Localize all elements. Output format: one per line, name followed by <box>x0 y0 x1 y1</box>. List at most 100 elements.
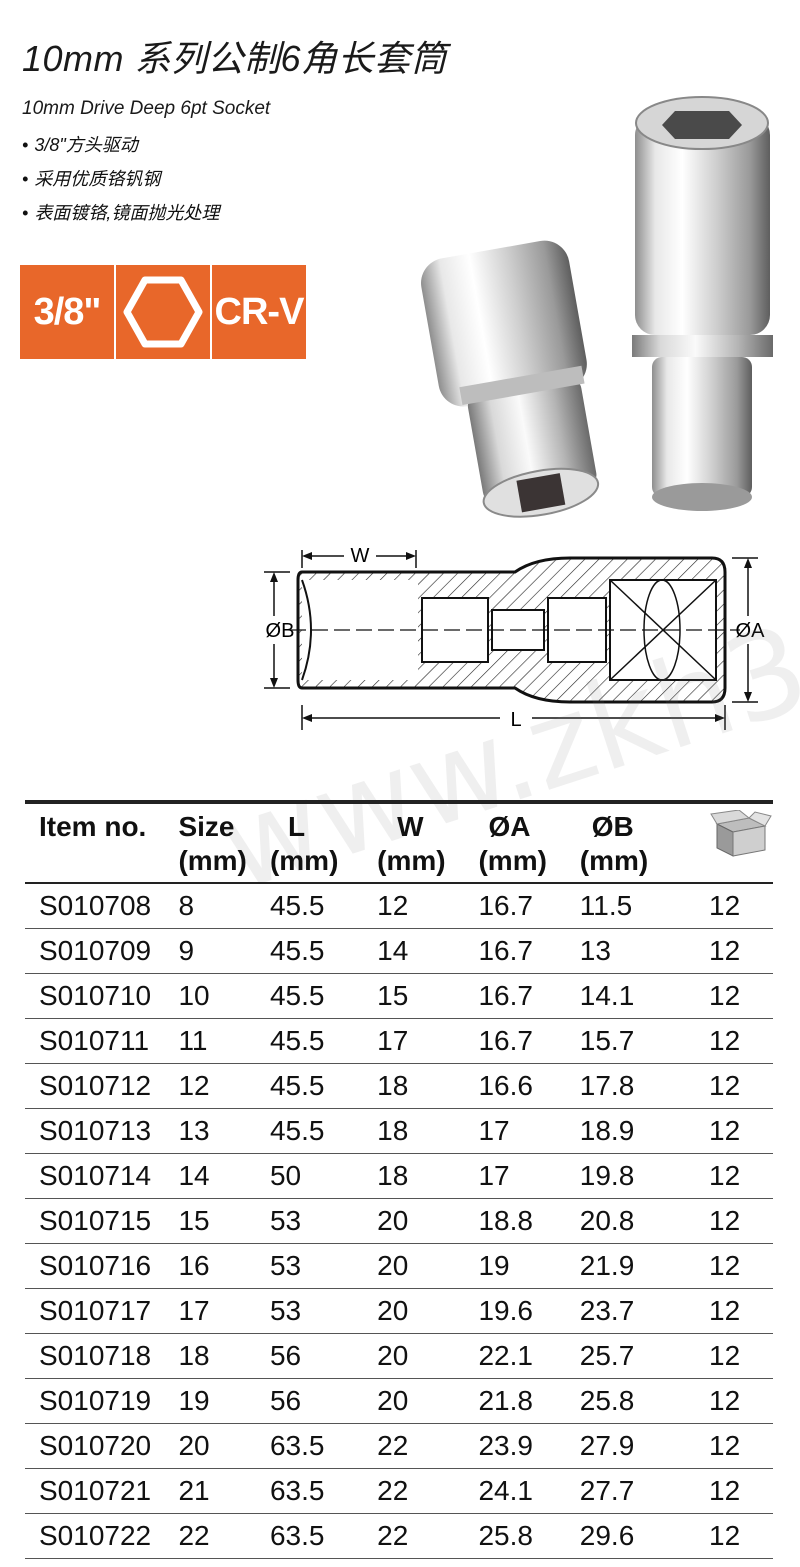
cell-item-no: S010715 <box>39 1205 152 1236</box>
cell-diameter-b: 14.1 <box>579 980 635 1011</box>
cell-size: 12 <box>178 1070 210 1101</box>
cell-length: 63.5 <box>269 1430 325 1461</box>
hexagon-icon <box>116 265 210 359</box>
cell-quantity: 12 <box>709 1385 741 1416</box>
col-header-l: L(mm) <box>269 811 339 876</box>
cell-width: 20 <box>377 1205 409 1236</box>
cell-length: 63.5 <box>269 1520 325 1551</box>
cell-outer-diameter-a: 17 <box>478 1115 510 1146</box>
cell-width: 14 <box>377 935 409 966</box>
cell-width: 20 <box>377 1295 409 1326</box>
cell-length: 45.5 <box>269 1115 325 1146</box>
cell-size: 10 <box>178 980 210 1011</box>
table-row: S010715 15 53 20 18.8 20.8 12 <box>25 1199 773 1244</box>
cell-size: 9 <box>178 935 195 966</box>
cell-outer-diameter-a: 21.8 <box>478 1385 533 1416</box>
cell-outer-diameter-a: 18.8 <box>478 1205 533 1236</box>
cell-quantity: 12 <box>709 1160 741 1191</box>
cell-width: 18 <box>377 1115 409 1146</box>
cell-quantity: 12 <box>709 1430 741 1461</box>
cell-outer-diameter-a: 19 <box>478 1250 510 1281</box>
cell-size: 22 <box>178 1520 210 1551</box>
cell-size: 21 <box>178 1475 210 1506</box>
socket-tall <box>632 96 773 511</box>
cell-size: 15 <box>178 1205 210 1236</box>
cell-length: 53 <box>269 1295 302 1326</box>
cell-quantity: 12 <box>709 1475 741 1506</box>
cell-width: 20 <box>377 1250 409 1281</box>
cell-outer-diameter-a: 16.6 <box>478 1070 533 1101</box>
dim-label-a: ØA <box>736 620 766 642</box>
cell-length: 45.5 <box>269 1070 325 1101</box>
cell-diameter-b: 25.8 <box>579 1385 635 1416</box>
cell-width: 20 <box>377 1340 409 1371</box>
feature-item: 表面镀铬,镜面抛光处理 <box>22 201 219 235</box>
material-badge: CR-V <box>212 265 306 359</box>
cell-width: 18 <box>377 1070 409 1101</box>
cell-width: 22 <box>377 1520 409 1551</box>
socket-angled <box>421 240 600 518</box>
cell-diameter-b: 18.9 <box>579 1115 635 1146</box>
cell-diameter-b: 27.7 <box>579 1475 635 1506</box>
cell-quantity: 12 <box>709 980 741 1011</box>
cell-size: 8 <box>178 890 195 921</box>
cell-length: 45.5 <box>269 935 325 966</box>
cell-size: 11 <box>178 1025 208 1056</box>
cell-item-no: S010713 <box>39 1115 152 1146</box>
cell-width: 22 <box>377 1430 409 1461</box>
cell-length: 63.5 <box>269 1475 325 1506</box>
cell-outer-diameter-a: 22.1 <box>478 1340 533 1371</box>
cell-size: 20 <box>178 1430 210 1461</box>
cell-outer-diameter-a: 23.9 <box>478 1430 533 1461</box>
cell-length: 45.5 <box>269 890 325 921</box>
cell-width: 18 <box>377 1160 409 1191</box>
cell-diameter-b: 20.8 <box>579 1205 635 1236</box>
cell-item-no: S010714 <box>39 1160 152 1191</box>
cell-item-no: S010708 <box>39 890 152 921</box>
col-header-item: Item no. <box>39 811 147 842</box>
feature-item: 3/8"方头驱动 <box>22 133 219 167</box>
page-subtitle: 10mm Drive Deep 6pt Socket <box>22 98 271 119</box>
feature-list: 3/8"方头驱动 采用优质铬钒钢 表面镀铬,镜面抛光处理 <box>22 133 219 235</box>
cell-item-no: S010721 <box>39 1475 152 1506</box>
cell-outer-diameter-a: 16.7 <box>478 890 533 921</box>
cell-quantity: 12 <box>709 1070 741 1101</box>
cell-quantity: 12 <box>709 1250 741 1281</box>
cell-length: 53 <box>269 1205 302 1236</box>
col-header-b: ØB(mm) <box>579 811 649 876</box>
col-header-a: ØA(mm) <box>478 811 547 876</box>
drive-size-badge: 3/8" <box>20 265 114 359</box>
cell-diameter-b: 17.8 <box>579 1070 635 1101</box>
dim-label-w: W <box>351 545 370 567</box>
cell-quantity: 12 <box>709 1520 741 1551</box>
cell-quantity: 12 <box>709 1295 741 1326</box>
spec-table: Item no. Size(mm) L(mm) W(mm) ØA(mm) ØB(… <box>25 800 773 1559</box>
box-icon <box>689 802 773 883</box>
cell-diameter-b: 23.7 <box>579 1295 635 1326</box>
cell-item-no: S010711 <box>39 1025 150 1056</box>
cell-quantity: 12 <box>709 1115 741 1146</box>
cell-quantity: 12 <box>709 1205 741 1236</box>
col-header-w: W(mm) <box>377 811 446 876</box>
cell-size: 16 <box>178 1250 210 1281</box>
cell-item-no: S010716 <box>39 1250 152 1281</box>
product-image <box>421 96 773 518</box>
cell-size: 19 <box>178 1385 210 1416</box>
cell-length: 45.5 <box>269 1025 325 1056</box>
cell-length: 53 <box>269 1250 302 1281</box>
cell-outer-diameter-a: 16.7 <box>478 1025 533 1056</box>
cell-outer-diameter-a: 17 <box>478 1160 510 1191</box>
cell-quantity: 12 <box>709 890 741 921</box>
cell-item-no: S010709 <box>39 935 152 966</box>
cell-outer-diameter-a: 16.7 <box>478 935 533 966</box>
